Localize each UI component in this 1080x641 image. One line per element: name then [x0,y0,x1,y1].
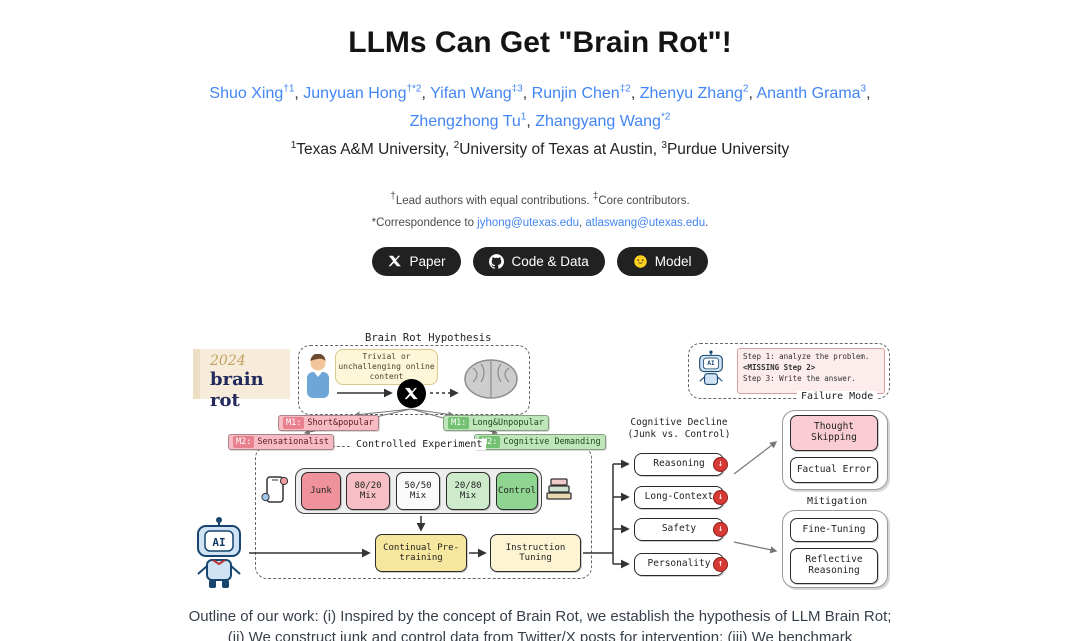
brain-icon [463,356,519,406]
person-icon [305,353,331,402]
author-separator: , [522,85,532,102]
controlled-experiment-title: Controlled Experiment [352,438,487,450]
code-data-button-label: Code & Data [511,253,589,269]
paper-button[interactable]: Paper [372,246,462,276]
author-link[interactable]: Ananth Grama3 [756,83,867,102]
hypothesis-title: Brain Rot Hypothesis [361,331,496,344]
author-link[interactable]: Yifan Wang‡3 [430,83,523,102]
author-link[interactable]: Shuo Xing†1 [209,83,295,102]
email-link[interactable]: jyhong@utexas.edu [477,216,579,229]
author-separator: , [294,85,304,102]
mix-box-junk: Junk [301,471,341,510]
mix-box-50-50: 50/50 Mix [396,471,440,510]
instruction-tuning-box: Instruction Tuning [490,533,581,572]
x-logo-icon [397,378,426,408]
thought-skipping-box: Thought Skipping [790,414,878,451]
email-link[interactable]: atlaswang@utexas.edu [585,216,706,229]
trend-down-icon: ↓ [713,456,728,472]
robot-ai-label: AI [212,535,226,549]
action-buttons: Paper Code & Data Model [0,246,1080,276]
tag-short-popular: M1:Short&popular [278,414,379,431]
author-link[interactable]: Junyuan Hong†*2 [303,83,422,102]
code-data-button[interactable]: Code & Data [473,246,605,276]
author-separator: , [748,85,757,102]
hypothesis-box [298,344,530,415]
model-button[interactable]: Model [616,246,708,276]
badge-title: brain rot [210,368,264,411]
teaser-figure: 2024 brain rot Brain Rot Hypothesis Triv… [185,324,895,596]
author-separator: , [421,85,431,102]
mitigation-label: Mitigation [803,495,872,507]
metric-safety: Safety [634,517,724,541]
robot-ai-icon: AI [193,516,245,594]
mitigation-group-bracket [782,509,888,588]
badge-year: 2024 [210,352,246,369]
author-line-2: Zhengzhong Tu1, Zhangyang Wang*2 [0,108,1080,136]
tag-long-unpopular: M1:Long&Unpopular [443,414,550,431]
author-separator: , [866,85,871,102]
trend-up-icon: ↑ [713,556,728,572]
failure-example-text: Step 1: analyze the problem. <MISSING St… [737,347,885,394]
reflective-reasoning-box: Reflective Reasoning [790,547,878,584]
figure-caption: Outline of our work: (i) Inspired by the… [188,607,892,641]
author-link[interactable]: Zhangyang Wang*2 [535,111,671,130]
speech-bubble: Trivial or unchallenging online content [335,348,438,385]
cognitive-decline-title: Cognitive Decline (Junk vs. Control) [627,416,731,441]
affiliations: 1Texas A&M University, 2University of Te… [290,140,790,159]
author-link[interactable]: Zhenyu Zhang2 [639,83,749,102]
failure-group-bracket [782,409,888,490]
failure-example-box [688,342,890,399]
trend-down-icon: ↓ [713,521,728,537]
mix-box-80-20: 80/20 Mix [346,471,390,510]
brain-rot-2024-badge: 2024 brain rot [193,348,290,411]
trend-down-icon: ↓ [713,489,728,505]
author-link[interactable]: Zhengzhong Tu1 [409,111,527,130]
robot-ai-icon: AI [697,350,725,394]
continual-pretraining-box: Continual Pre-training [375,533,467,572]
model-button-label: Model [654,253,692,269]
author-list: Shuo Xing†1, Junyuan Hong†*2, Yifan Wang… [0,80,1080,136]
github-icon [489,254,505,269]
footnote-correspondence: *Correspondence to jyhong@utexas.edu, at… [371,216,709,229]
mix-box-20-80: 20/80 Mix [446,471,490,510]
books-icon [545,474,573,506]
mix-box-control: Control [496,471,538,510]
metric-long-context: Long-Context [634,485,724,509]
paper-button-label: Paper [409,253,446,269]
x-logo-icon [388,254,402,268]
metric-reasoning: Reasoning [634,452,724,476]
author-link[interactable]: Runjin Chen‡2 [531,83,631,102]
tag-cognitive-demanding: M2:Cognitive Demanding [474,433,606,450]
footnote-contributions: †Lead authors with equal contributions. … [390,191,690,207]
page-title: LLMs Can Get "Brain Rot"! [348,26,732,59]
tag-sensationalist: M2:Sensationalist [228,433,335,450]
huggingface-icon [633,254,648,269]
metric-personality: Personality [634,552,724,576]
author-separator: , [630,85,640,102]
author-line-1: Shuo Xing†1, Junyuan Hong†*2, Yifan Wang… [0,80,1080,108]
failure-mode-label: Failure Mode [797,390,878,402]
robot-ai-label: AI [707,359,715,367]
author-separator: , [526,113,536,130]
phone-social-icon [261,474,289,509]
factual-error-box: Factual Error [790,456,878,483]
fine-tuning-box: Fine-Tuning [790,517,878,542]
